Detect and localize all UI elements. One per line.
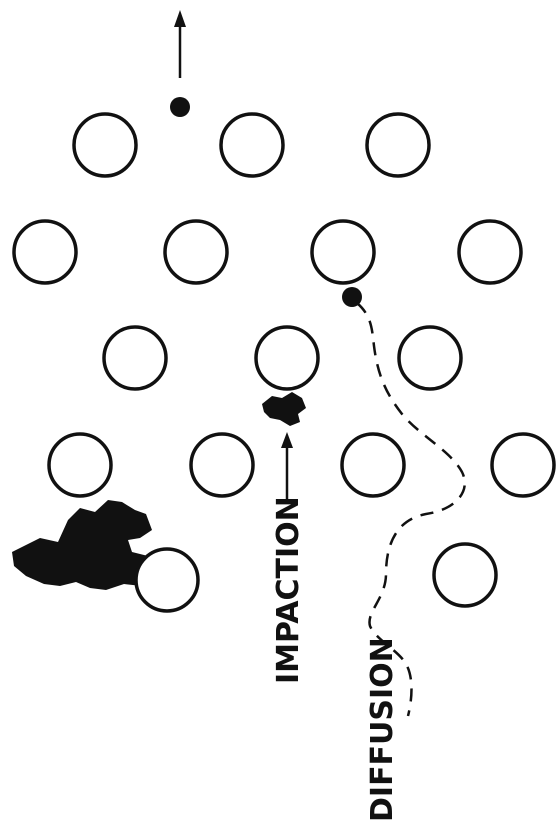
- fiber: [12, 219, 78, 285]
- fiber: [219, 112, 285, 178]
- fiber: [102, 325, 168, 391]
- diffusion-label: DIFFUSION: [365, 637, 400, 822]
- fiber: [189, 432, 255, 498]
- impacted-particle: [262, 392, 306, 426]
- fiber: [490, 432, 556, 498]
- fiber: [432, 542, 498, 608]
- fiber-row-3: [102, 325, 463, 391]
- upward-arrow-head: [174, 10, 186, 27]
- fiber: [340, 432, 406, 498]
- fiber: [163, 219, 229, 285]
- impaction-label: IMPACTION: [271, 496, 306, 684]
- diffusion-mechanism: DIFFUSION: [342, 287, 466, 822]
- fiber-row-4: [47, 432, 556, 498]
- captured-particle-cluster: [12, 500, 160, 590]
- fiber: [457, 219, 523, 285]
- fiber: [310, 219, 376, 285]
- impaction-mechanism: IMPACTION: [262, 392, 306, 684]
- diffusing-particle: [342, 287, 362, 307]
- impaction-arrow-head: [281, 432, 293, 448]
- fiber-row-5: [134, 542, 498, 613]
- fiber: [254, 325, 320, 391]
- diffusion-path: [356, 302, 466, 717]
- fiber-row-2: [12, 219, 523, 285]
- fiber-row-1: [72, 112, 431, 178]
- fiber: [134, 547, 200, 613]
- fiber: [397, 325, 463, 391]
- fiber: [47, 432, 113, 498]
- escaping-particle: [170, 10, 190, 117]
- fiber: [365, 112, 431, 178]
- small-particle: [170, 97, 190, 117]
- fiber: [72, 112, 138, 178]
